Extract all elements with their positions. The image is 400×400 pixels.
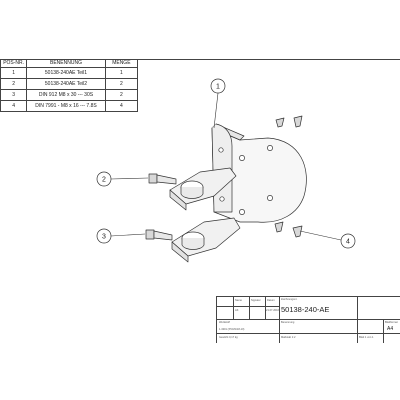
countersunk-screw — [275, 117, 285, 128]
callout-4-label: 4 — [346, 239, 350, 246]
callout-2: 2 — [96, 171, 112, 187]
row-pos: 4 — [0, 100, 28, 112]
row-pos: 2 — [0, 78, 28, 90]
ak-label: AK — [235, 309, 239, 312]
revision-date: 21.07.2016 — [266, 309, 279, 312]
callout-3-label: 3 — [102, 234, 106, 241]
weight: Gewicht 0,17 kg — [219, 336, 238, 339]
countersunk-screw — [274, 221, 284, 233]
table-row: 4 DIN 7991 - M8 x 16 --- 7.8S 4 — [0, 100, 139, 112]
table-row: 2 50138-240AE Teil2 2 — [0, 78, 139, 90]
date-label: Datum — [267, 299, 275, 302]
designation-label: Benennung — [281, 321, 295, 324]
row-name: DIN 7991 - M8 x 16 --- 7.8S — [26, 100, 106, 112]
countersunk-screw — [293, 115, 303, 128]
drawing-number-label: Zeichnungsnr. — [281, 298, 298, 301]
callout-4: 4 — [340, 233, 356, 249]
countersunk-screw — [292, 225, 303, 238]
drawing-number: 50138-240-AE — [281, 305, 330, 314]
parts-list-table: POS-NR. BENENNUNG MENGE 1 50138-240AE Te… — [0, 59, 139, 112]
cap-screw-upper — [148, 173, 177, 185]
sheet-size: A4 — [387, 326, 394, 332]
cap-screw-lower — [145, 229, 173, 241]
title-block: AK Signatur Datum Name 21.07.2016 Zeichn… — [216, 296, 400, 343]
material-label: Werkstoff — [219, 321, 230, 324]
signature-label: Signatur — [251, 299, 261, 302]
row-qty: 4 — [104, 100, 139, 112]
name-label: Name — [235, 299, 242, 302]
lower-clamp — [171, 217, 241, 263]
sheet-count: Blatt 1 von 1 — [359, 336, 374, 339]
scale: Maßstab 1:2 — [281, 336, 296, 339]
callout-2-label: 2 — [102, 177, 106, 184]
upper-clamp — [169, 167, 237, 211]
callout-3: 3 — [96, 228, 112, 244]
callout-1-label: 1 — [216, 84, 220, 91]
callout-1: 1 — [210, 78, 226, 94]
sheet-size-label: Blattformat — [385, 321, 398, 324]
material-value: 1.4301 (X5CrNi18-10) — [219, 328, 245, 331]
